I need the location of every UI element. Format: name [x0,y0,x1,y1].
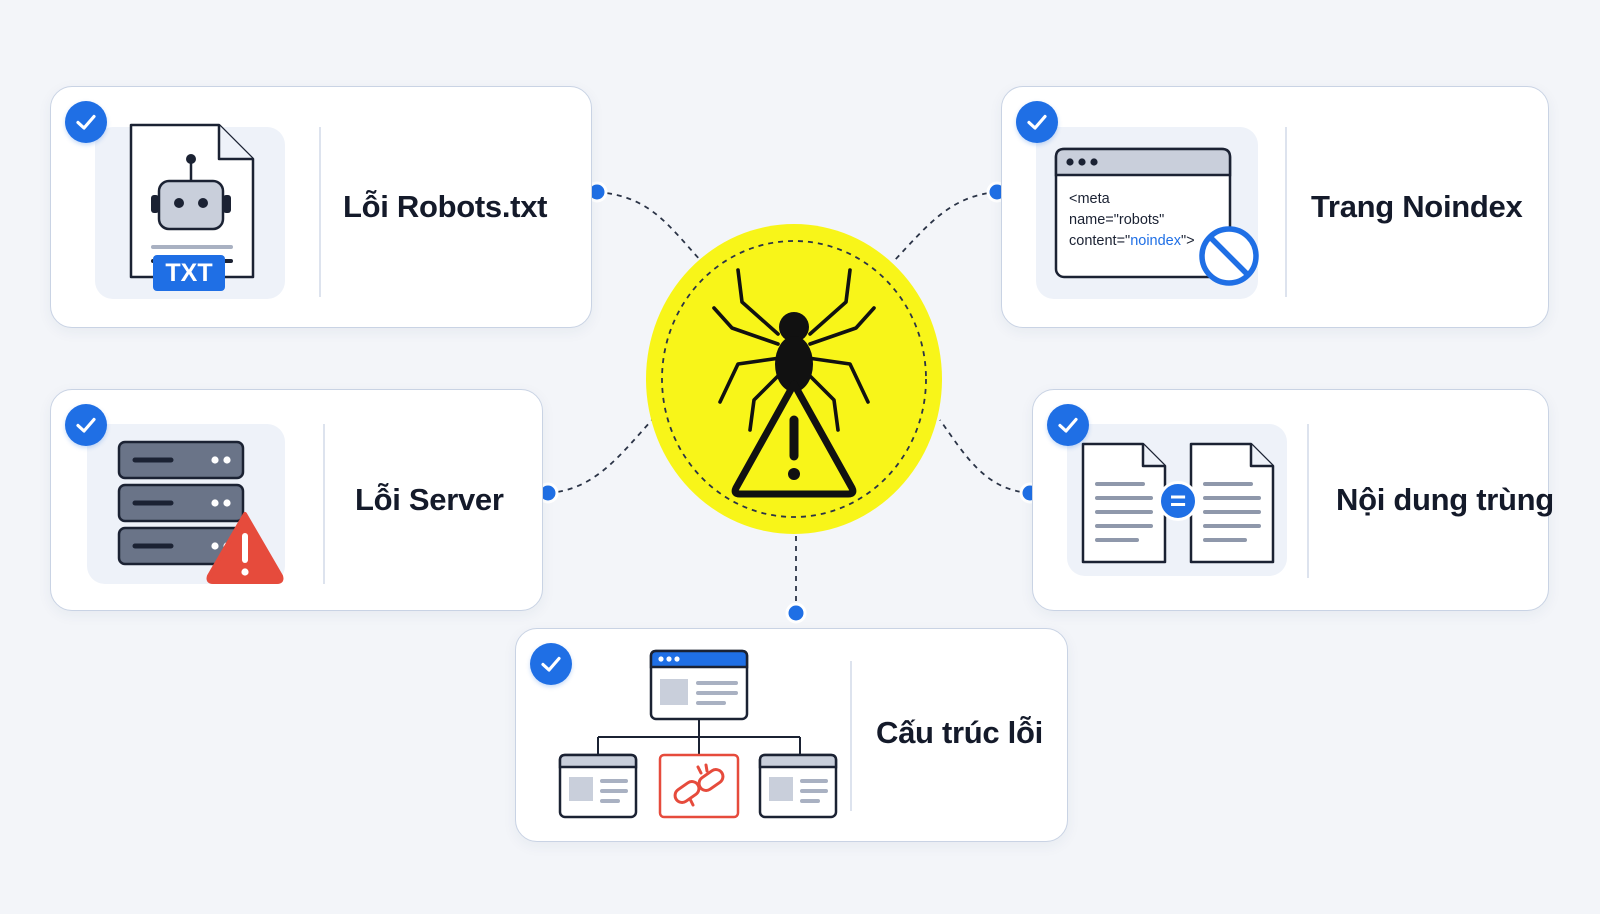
card-structure-error[interactable]: Cấu trúc lỗi [515,628,1068,842]
connector-duplicate [939,419,1031,494]
check-icon [1047,404,1089,446]
equals-icon: = [1158,481,1198,521]
txt-badge-label: TXT [165,258,213,287]
card-divider [1285,127,1287,297]
check-icon [65,404,107,446]
code-line-3: content="noindex"> [1069,233,1195,249]
node-label-robots: Lỗi Robots.txt [343,189,548,224]
port-structure [785,602,807,624]
equals-symbol: = [1169,485,1187,516]
spider-warning-icon [661,240,927,518]
txt-badge: TXT [153,255,225,291]
card-divider [850,661,852,811]
card-divider [319,127,321,297]
connector-server [547,419,653,494]
check-icon [1016,101,1058,143]
site-structure-broken-link-icon [558,649,838,819]
code-close: "> [1181,233,1195,249]
card-noindex-page[interactable]: <meta name="robots" content="noindex"> T… [1001,86,1549,328]
code-line-2: name="robots" [1069,212,1164,228]
code-line-1: <meta [1069,191,1111,207]
card-server-error[interactable]: Lỗi Server [50,389,543,611]
card-robots-txt-error[interactable]: TXT Lỗi Robots.txt [50,86,592,328]
code-line-3-start: content=" [1069,233,1130,249]
node-label-structure: Cấu trúc lỗi [876,715,1043,750]
check-icon [530,643,572,685]
duplicate-documents-icon [1081,442,1275,564]
hub-crawler-warning [646,224,942,534]
no-entry-icon [1199,226,1259,286]
server-warning-icon [117,440,284,584]
check-icon [65,101,107,143]
code-keyword: noindex [1130,233,1182,249]
browser-code-icon: <meta name="robots" content="noindex"> [1054,147,1232,279]
node-label-duplicate: Nội dung trùng [1336,482,1554,517]
card-divider [1307,424,1309,578]
node-label-noindex: Trang Noindex [1311,189,1523,224]
robots-file-icon [129,123,255,279]
card-duplicate-content[interactable]: = Nội dung trùng [1032,389,1554,611]
card-divider [323,424,325,584]
node-label-server: Lỗi Server [355,482,504,517]
